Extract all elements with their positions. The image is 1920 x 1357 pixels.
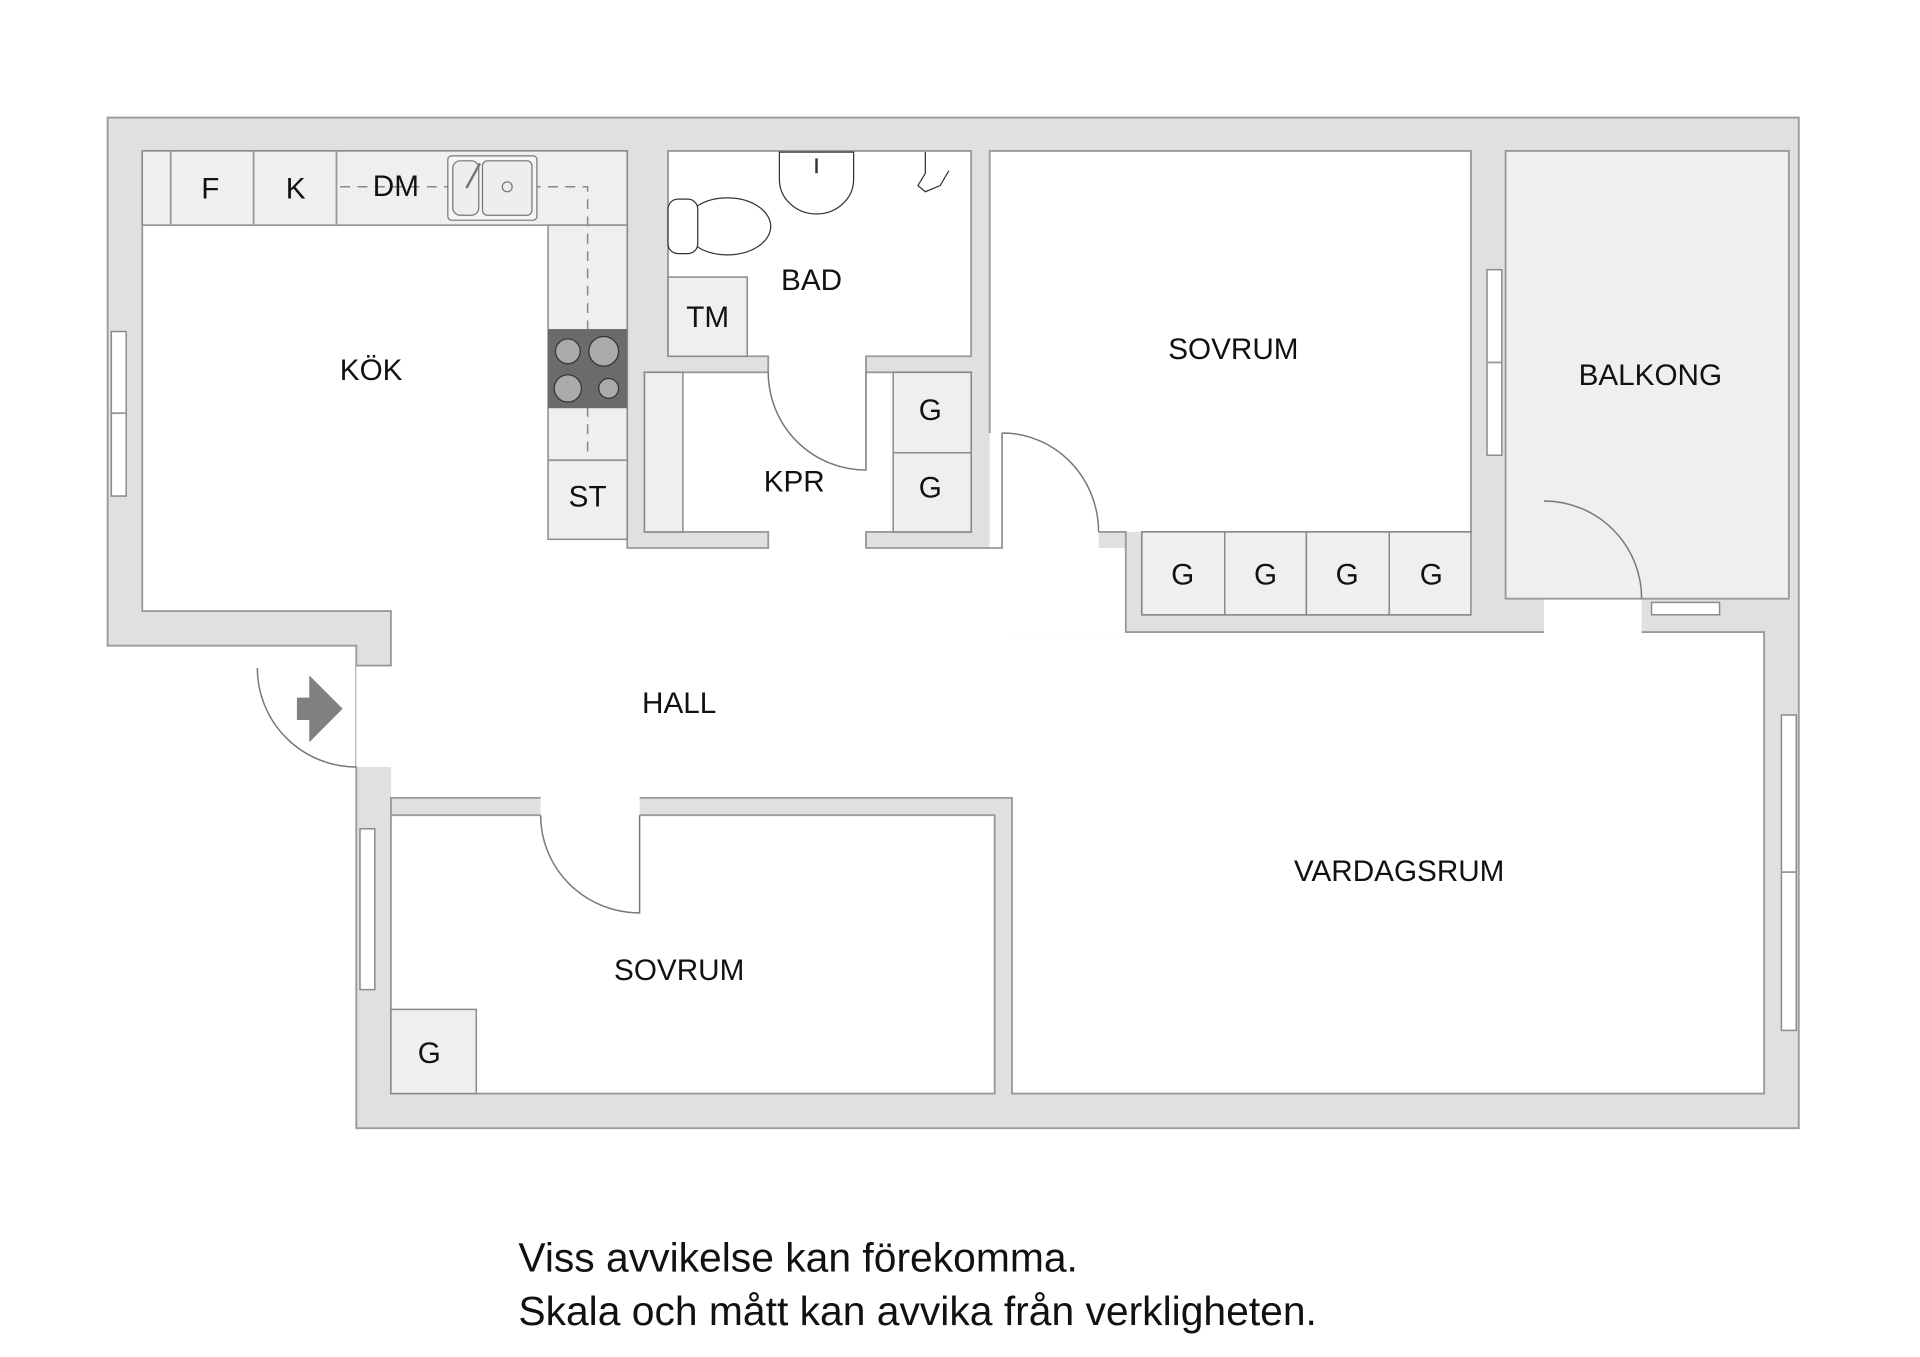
fixture-label-g: G (1336, 558, 1359, 591)
room-label-vardagsrum: VARDAGSRUM (1294, 855, 1504, 888)
fixture-label-g: G (919, 472, 942, 505)
fixture-label-f: F (201, 172, 219, 205)
toilet-icon (667, 197, 772, 256)
disclaimer-line-2: Skala och mått kan avvika från verklighe… (518, 1288, 1317, 1334)
linen-shelf (643, 371, 684, 533)
room-label-bad: BAD (781, 264, 842, 297)
fixture-label-g: G (919, 394, 942, 427)
room-label-hall: HALL (642, 687, 716, 720)
washbasin-icon (778, 151, 855, 215)
shower-icon (917, 152, 950, 193)
room-label-kok: KÖK (340, 354, 403, 387)
fixture-label-g: G (1171, 558, 1194, 591)
fixture-label-k: K (286, 172, 306, 205)
fixture-label-g: G (1254, 558, 1277, 591)
entrance-arrow-icon (296, 675, 343, 743)
balcony-floor (1504, 149, 1790, 600)
fixture-label-dm: DM (373, 170, 419, 203)
room-interiors (142, 150, 1765, 1094)
fixture-label-g: G (418, 1037, 441, 1070)
fixture-label-tm: TM (686, 301, 729, 334)
fixture-label-g: G (1420, 558, 1443, 591)
room-label-sovrum-top: SOVRUM (1168, 333, 1298, 366)
disclaimer-line-1: Viss avvikelse kan förekomma. (518, 1235, 1078, 1281)
fixture-units (390, 276, 1472, 1095)
sink-icon (447, 155, 538, 221)
door-swings (256, 372, 1643, 914)
windows (110, 268, 1798, 1032)
room-label-kpr: KPR (764, 466, 825, 499)
fixture-label-st: ST (569, 480, 607, 513)
room-label-sovrum-bottom: SOVRUM (614, 954, 744, 987)
stove-icon (548, 329, 628, 409)
room-label-balkong: BALKONG (1579, 359, 1722, 392)
